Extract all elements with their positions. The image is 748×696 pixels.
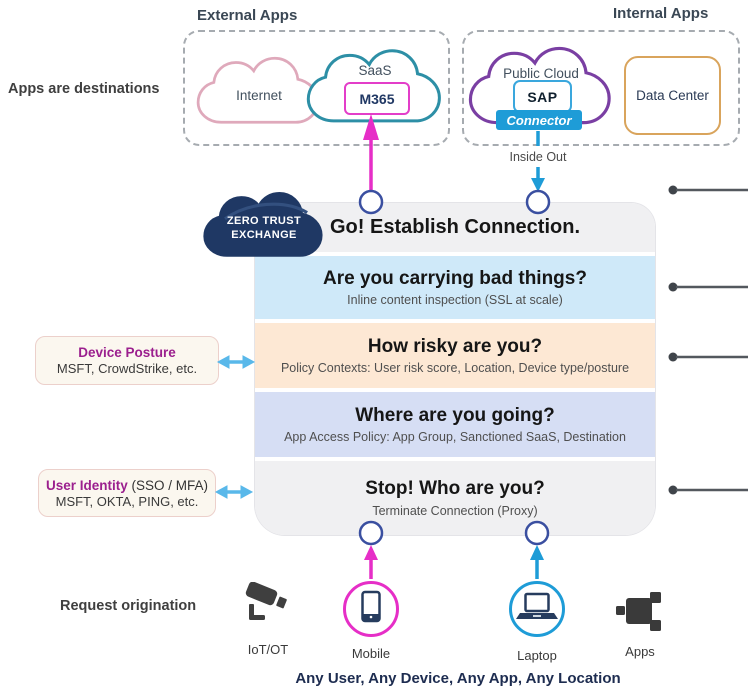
internet-label: Internet <box>236 88 282 103</box>
row-destination-subtitle: App Access Policy: App Group, Sanctioned… <box>284 430 626 445</box>
user-identity-title: User Identity (SSO / MFA) <box>46 478 208 493</box>
apps-icon <box>616 592 661 631</box>
apps-are-destinations-label: Apps are destinations <box>8 81 160 97</box>
row-destination-title: Where are you going? <box>355 404 555 426</box>
row-stop-title: Stop! Who are you? <box>365 478 545 500</box>
row-stop-subtitle: Terminate Connection (Proxy) <box>372 503 538 518</box>
mobile-icon <box>343 581 399 637</box>
apps-label: Apps <box>625 644 655 659</box>
row-risk-title: How risky are you? <box>367 335 543 357</box>
laptop-arrowhead-icon <box>530 545 544 560</box>
row-inspection-title: Are you carrying bad things? <box>323 267 587 289</box>
iot-camera-icon <box>245 582 287 620</box>
internal-apps-zone <box>462 30 740 146</box>
any-user-tagline: Any User, Any Device, Any App, Any Locat… <box>295 670 621 687</box>
mobile-arrowhead-icon <box>364 545 378 560</box>
stack-row-inspection: Are you carrying bad things? Inline cont… <box>255 256 655 319</box>
row-risk-subtitle: Policy Contexts: User risk score, Locati… <box>280 361 630 376</box>
device-posture-title: Device Posture <box>78 345 176 360</box>
zero-trust-exchange-label: ZERO TRUST EXCHANGE <box>204 215 324 243</box>
sap-chip: SAP <box>513 80 572 113</box>
user-identity-title-main: User Identity <box>45 477 128 493</box>
device-posture-link-arrow-icon <box>216 355 256 369</box>
request-origination-label: Request origination <box>60 598 197 614</box>
public-cloud-label: Public Cloud <box>503 66 579 81</box>
iot-ot-label: IoT/OT <box>247 642 289 657</box>
connector-badge: Connector <box>496 110 582 130</box>
stack-row-stop: Stop! Who are you? Terminate Connection … <box>255 461 655 535</box>
user-identity-link-arrow-icon <box>214 485 254 499</box>
user-identity-subtitle: MSFT, OKTA, PING, etc. <box>55 493 199 509</box>
stack-row-risk: How risky are you? Policy Contexts: User… <box>255 323 655 388</box>
row-go-title: Go! Establish Connection. <box>329 216 580 238</box>
m365-chip: M365 <box>344 82 410 115</box>
user-identity-title-suffix: (SSO / MFA) <box>127 477 209 493</box>
inside-out-label: Inside Out <box>509 150 567 164</box>
device-posture-subtitle: MSFT, CrowdStrike, etc. <box>56 361 198 376</box>
external-apps-zone <box>183 30 450 146</box>
row-inspection-subtitle: Inline content inspection (SSL at scale) <box>347 293 563 308</box>
saas-label: SaaS <box>358 63 392 78</box>
laptop-label: Laptop <box>517 648 557 663</box>
right-leader-lines <box>668 185 748 495</box>
device-posture-callout: Device Posture MSFT, CrowdStrike, etc. <box>35 336 219 385</box>
policy-stack: Go! Establish Connection. Are you carryi… <box>255 203 655 535</box>
data-center-box: Data Center <box>624 56 721 135</box>
zte-line1: ZERO TRUST <box>226 215 302 227</box>
inside-out-arrowhead-icon <box>531 178 545 192</box>
zte-line2: EXCHANGE <box>231 228 297 241</box>
internal-apps-title: Internal Apps <box>613 5 709 22</box>
external-apps-title: External Apps <box>197 7 298 24</box>
laptop-icon <box>509 581 565 637</box>
stack-row-destination: Where are you going? App Access Policy: … <box>255 392 655 457</box>
mobile-label: Mobile <box>351 646 391 661</box>
user-identity-callout: User Identity (SSO / MFA) MSFT, OKTA, PI… <box>38 469 216 517</box>
